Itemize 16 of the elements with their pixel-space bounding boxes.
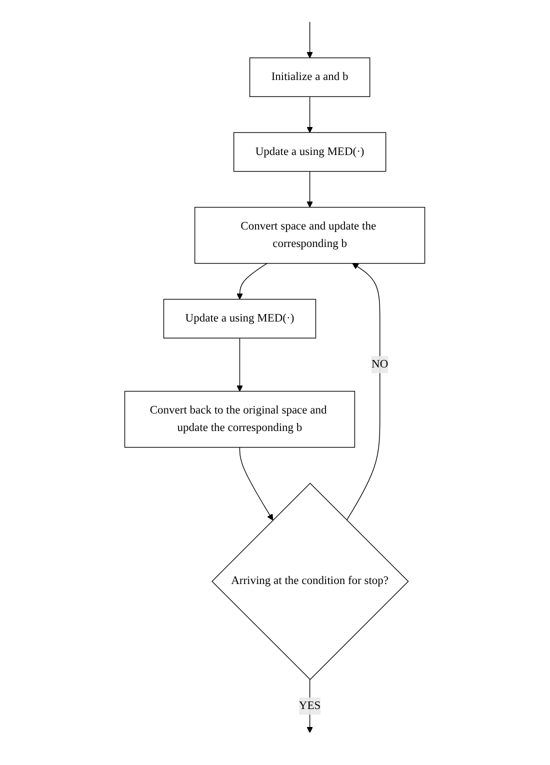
node-box: Update a using MED(·): [164, 298, 316, 338]
node-box: Initialize a and b: [250, 57, 370, 97]
node-box: Convert back to the original space and update the corresponding b: [124, 390, 356, 448]
arrow: [236, 338, 244, 392]
node-box: Convert space and update the corresponding b: [194, 206, 426, 264]
node-diamond: Arriving at the condition for stop?: [212, 482, 410, 680]
edge-label: YES: [299, 700, 321, 712]
arrow: [306, 171, 314, 208]
arrow: [306, 22, 314, 58]
arrow: [236, 263, 268, 300]
arrow: [306, 679, 314, 733]
arrow: [306, 96, 314, 133]
edge-label: NO: [372, 358, 388, 370]
node-box: Update a using MED(·): [234, 132, 386, 172]
arrow: [346, 263, 380, 521]
arrow: [240, 446, 274, 520]
